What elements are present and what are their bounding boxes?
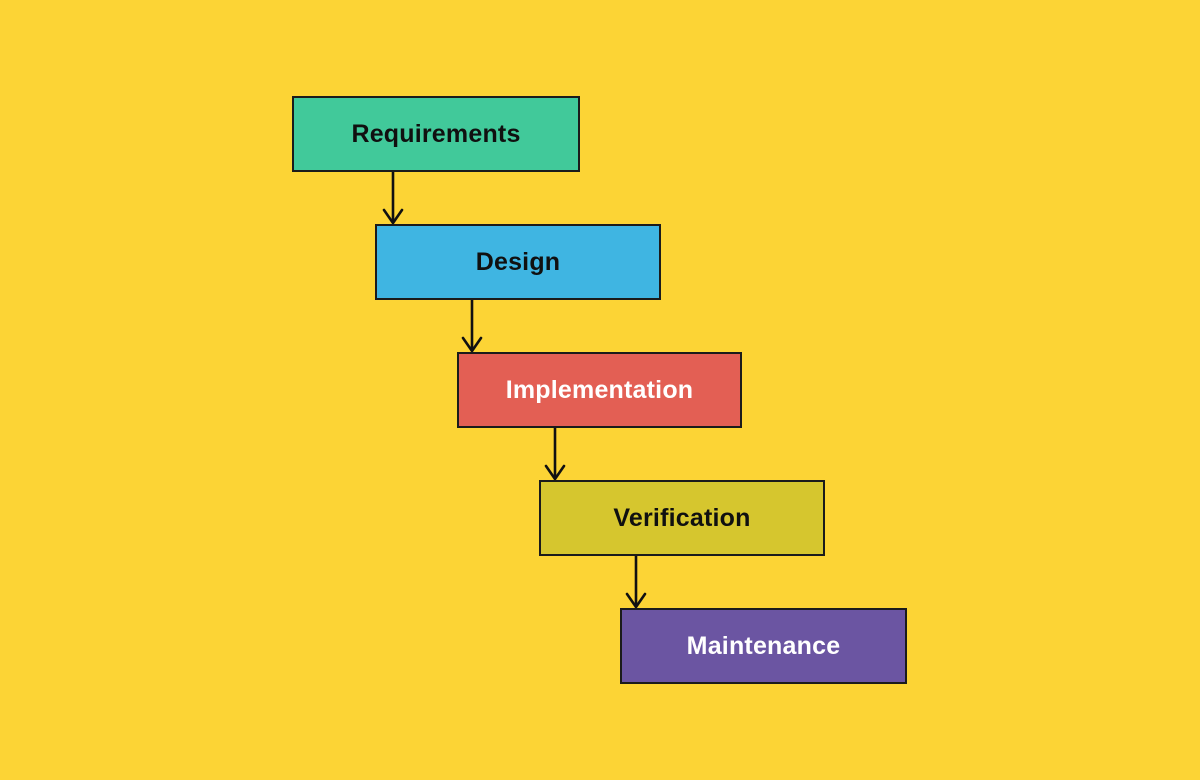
stage-label-verification: Verification xyxy=(613,503,751,532)
stage-label-maintenance: Maintenance xyxy=(686,631,841,660)
stage-label-implementation: Implementation xyxy=(505,375,694,404)
arrow-verification-to-maintenance xyxy=(625,556,647,609)
stage-box-requirements[interactable]: Requirements xyxy=(292,96,580,172)
arrow-implementation-to-verification xyxy=(544,428,566,481)
arrow-design-to-implementation xyxy=(461,300,483,353)
stage-label-requirements: Requirements xyxy=(351,119,521,148)
arrow-requirements-to-design xyxy=(382,172,404,225)
stage-box-design[interactable]: Design xyxy=(375,224,661,300)
stage-label-design: Design xyxy=(475,247,561,276)
stage-box-verification[interactable]: Verification xyxy=(539,480,825,556)
stage-box-maintenance[interactable]: Maintenance xyxy=(620,608,907,684)
stage-box-implementation[interactable]: Implementation xyxy=(457,352,742,428)
